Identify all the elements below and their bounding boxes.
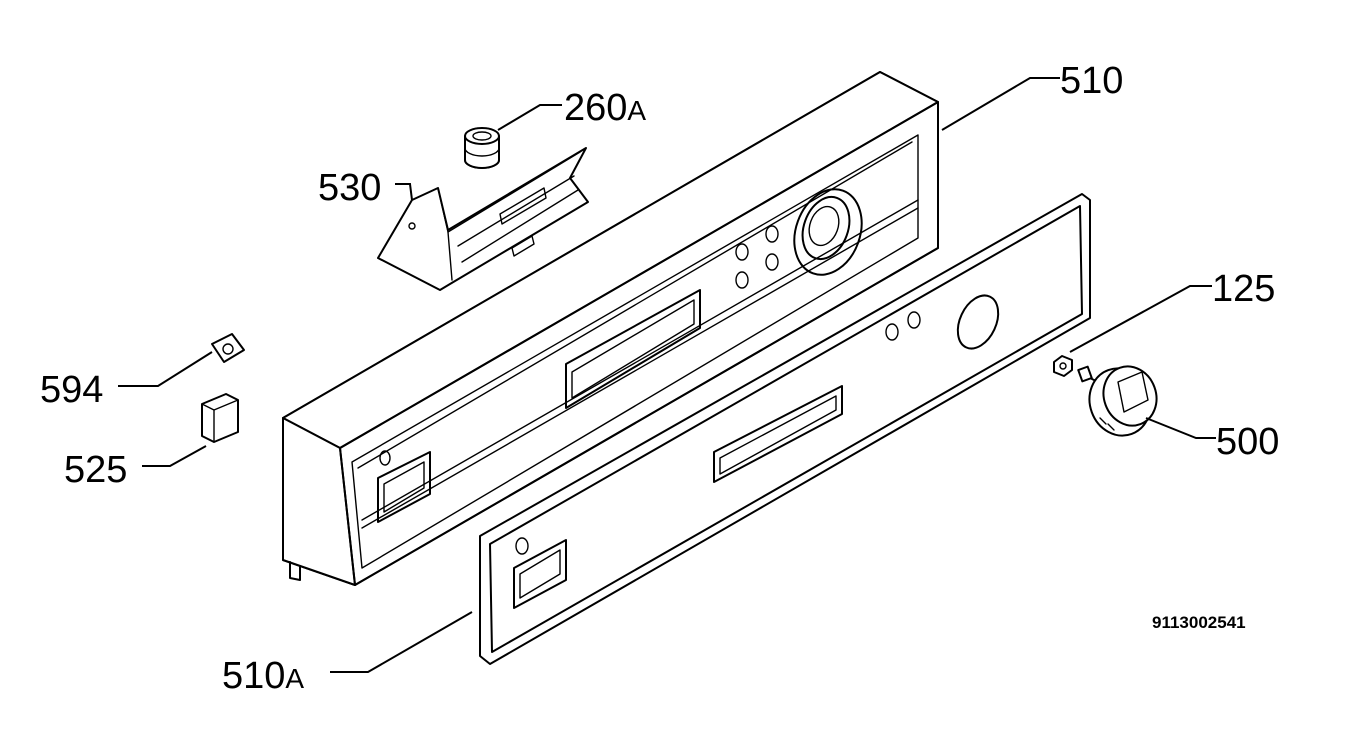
- part-525-button: [201, 393, 239, 443]
- callout-500: 500: [1216, 421, 1279, 463]
- part-510-control-panel: [282, 71, 939, 586]
- part-500-knob: [1077, 365, 1158, 437]
- leader-525: [142, 445, 207, 467]
- leader-594: [118, 351, 213, 387]
- part-594-bush: [211, 333, 245, 363]
- part-125-nut: [1053, 355, 1073, 377]
- part-260a-grommet: [464, 127, 500, 169]
- callout-125: 125: [1212, 268, 1275, 310]
- leader-510a: [330, 611, 473, 673]
- leader-125: [1069, 285, 1212, 353]
- part-530-bracket: [377, 147, 589, 291]
- callout-530: 530: [318, 167, 381, 209]
- part-510a-front-plate: [479, 193, 1091, 665]
- leader-510: [941, 77, 1060, 131]
- leader-lines: [118, 77, 1216, 673]
- callout-260a-number: 260: [564, 87, 627, 129]
- callout-525: 525: [64, 449, 127, 491]
- callout-510a-number: 510: [222, 655, 285, 697]
- callout-260a: 260A: [564, 87, 646, 129]
- callout-510: 510: [1060, 60, 1123, 102]
- callout-510a-suffix: A: [285, 663, 304, 694]
- callout-260a-suffix: A: [627, 95, 646, 126]
- document-number: 9113002541: [1152, 613, 1246, 632]
- callout-510a: 510A: [222, 655, 304, 697]
- leader-530: [395, 183, 413, 201]
- leader-260a: [497, 104, 562, 131]
- leader-500: [1145, 417, 1216, 439]
- callout-594: 594: [40, 369, 103, 411]
